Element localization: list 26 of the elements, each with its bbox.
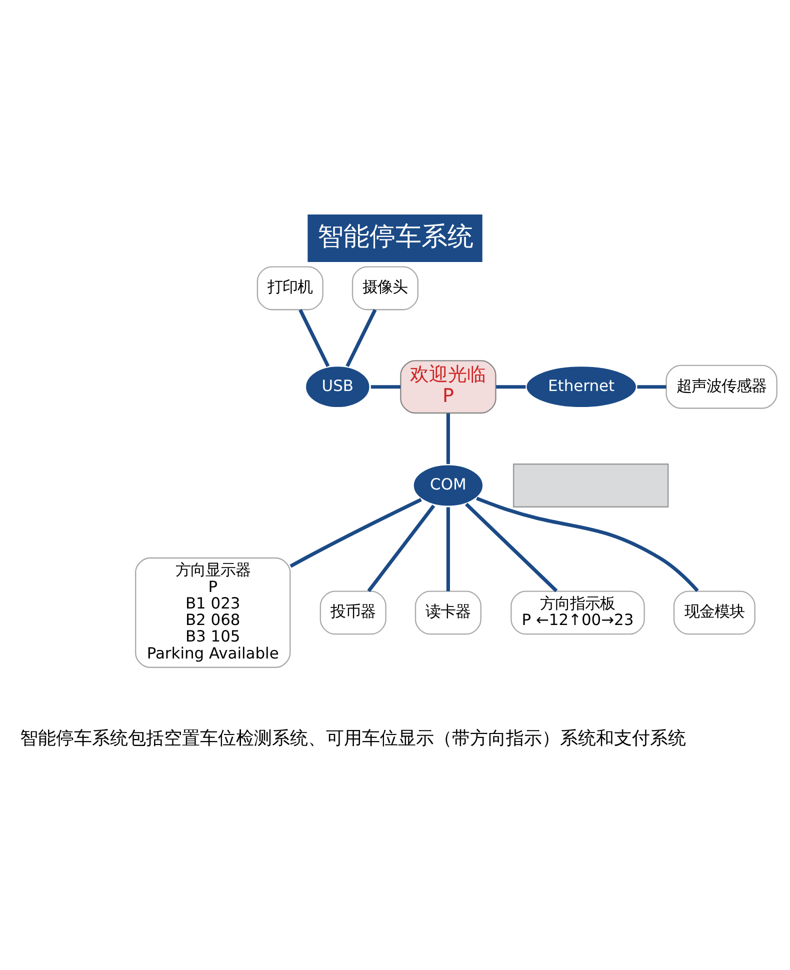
node-ellipse: Ethernet <box>524 364 638 409</box>
node-box: 超声波传感器 <box>666 364 778 408</box>
node-box: 现金模块 <box>673 590 756 634</box>
node-box <box>512 463 669 507</box>
connector <box>298 308 330 367</box>
node-box: 方向显示器 P B1 023 B2 068 B3 105 Parking Available <box>135 556 291 668</box>
node-box: 读卡器 <box>414 590 482 634</box>
connector <box>346 308 377 367</box>
diagram-title: 智能停车系统 <box>318 221 474 252</box>
node-ellipse: COM <box>411 462 485 508</box>
label: 智能停车系统包括空置车位检测系统、可用车位显示（带方向指示）系统和支付系统 <box>20 728 686 749</box>
node-box: 打印机 <box>256 266 324 310</box>
connector <box>290 498 422 568</box>
connector <box>367 504 436 592</box>
connector <box>370 384 400 388</box>
connector <box>496 384 526 388</box>
connector <box>637 384 666 388</box>
node-box: 摄像头 <box>352 266 418 310</box>
node-box: 方向指示板 P ←12↑00→23 <box>510 590 645 634</box>
node-box: 投币器 <box>320 590 386 634</box>
connector <box>446 412 450 464</box>
connector <box>476 496 699 592</box>
node-ellipse: USB <box>304 364 372 409</box>
connector <box>446 506 450 591</box>
connector <box>464 502 558 592</box>
node-box: 欢迎光临 P <box>400 360 496 414</box>
